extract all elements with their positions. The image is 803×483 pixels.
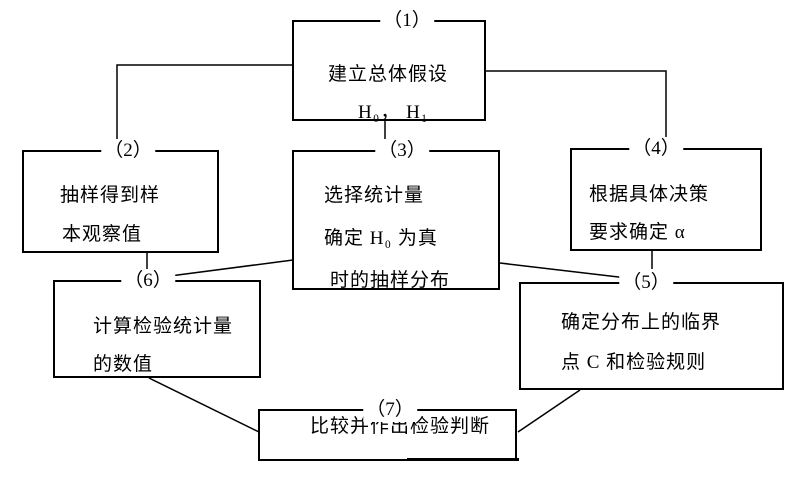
box-1-text-line: H₀， H₁ xyxy=(358,102,429,123)
box-2-text-line: 抽样得到样 xyxy=(60,185,161,206)
flowchart-box-5-critical-point-rules: （5） 确定分布上的临界 点 C 和检验规则 xyxy=(519,271,784,390)
flowchart-box-1-establish-hypothesis: （1） 建立总体假设 H₀， H₁ xyxy=(292,9,486,123)
connector-3-5 xyxy=(499,262,628,279)
box-2-text-line: 本观察值 xyxy=(62,224,143,245)
box-1-text-line: 建立总体假设 xyxy=(328,64,449,85)
box-6-number: （6） xyxy=(121,269,175,293)
connector-5-7 xyxy=(517,389,581,433)
box-5-text-line: 点 C 和检验规则 xyxy=(561,352,707,373)
box-2-number: （2） xyxy=(101,139,155,163)
box-7-number: （7） xyxy=(363,398,417,422)
box-5-number: （5） xyxy=(619,271,673,295)
flowchart-box-3-choose-statistic: （3） 选择统计量 确定 H₀ 为真 时的抽样分布 xyxy=(292,139,500,291)
box-3-text-line: 确定 H₀ 为真 xyxy=(324,228,438,249)
box-4-text-line: 根据具体决策 xyxy=(589,184,710,205)
connector-3-6 xyxy=(169,259,294,277)
flowchart-box-6-compute-statistic-value: （6） 计算检验统计量 的数值 xyxy=(53,269,261,378)
box-4-number: （4） xyxy=(629,137,683,161)
flowchart-box-2-sample-observations: （2） 抽样得到样 本观察值 xyxy=(22,139,219,253)
connector-1-4 xyxy=(486,70,667,142)
box-7-text-line: 比较并作出检验判断 xyxy=(310,416,491,437)
box-3-text-line: 时的抽样分布 xyxy=(330,270,451,291)
box-6-text-line: 计算检验统计量 xyxy=(93,316,234,337)
box-6-text-line: 的数值 xyxy=(93,354,154,375)
flowchart-box-7-compare-and-judge: （7） 比较并作出检验判断 xyxy=(258,398,519,461)
connector-1-2 xyxy=(116,64,292,140)
flowchart-box-4-determine-alpha: （4） 根据具体决策 要求确定 α xyxy=(570,137,762,251)
connector-6-7 xyxy=(148,377,260,433)
box-4-text-line: 要求确定 α xyxy=(589,222,686,243)
box-7-thick-bottom-border xyxy=(407,458,519,461)
box-3-number: （3） xyxy=(375,139,429,163)
box-3-text-line: 选择统计量 xyxy=(324,185,425,206)
box-5-text-line: 确定分布上的临界 xyxy=(561,312,722,333)
box-1-number: （1） xyxy=(380,9,434,33)
